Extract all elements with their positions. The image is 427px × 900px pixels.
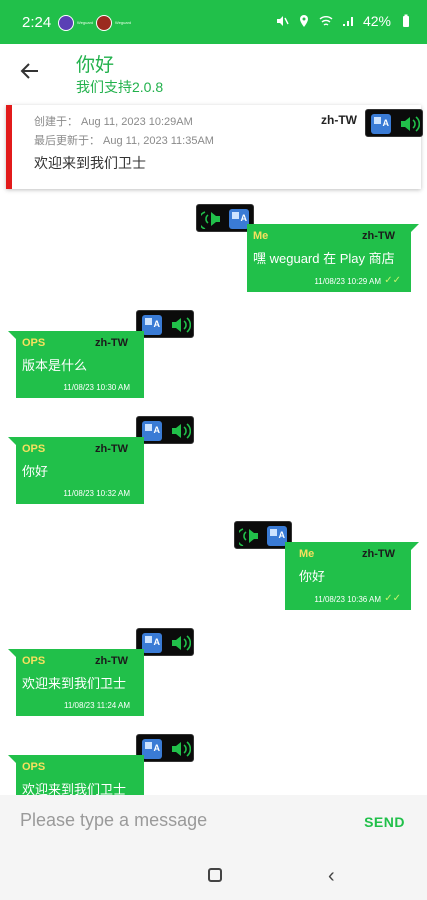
message-sender: OPS: [22, 761, 46, 773]
message-input[interactable]: [20, 805, 320, 835]
created-date: 创建于： Aug 11, 2023 10:29AM: [34, 116, 193, 128]
message-time: 11/08/23 10:36 AM: [314, 595, 381, 604]
message-sender: OPS: [22, 443, 46, 455]
battery-level: 42%: [362, 13, 391, 29]
app-notification-icon: [58, 15, 74, 31]
updated-date: 最后更新于： Aug 11, 2023 11:35AM: [34, 135, 214, 147]
language-tag: zh-TW: [321, 113, 357, 127]
translate-icon[interactable]: [142, 739, 162, 759]
chat-message-incoming[interactable]: OPS zh-TW 版本是什么 11/08/23 10:30 AM: [8, 331, 144, 398]
message-tools: [136, 628, 194, 656]
message-language: zh-TW: [362, 230, 395, 242]
speaker-icon[interactable]: [169, 739, 191, 759]
status-time: 2:24: [22, 14, 52, 31]
message-sender: OPS: [22, 655, 46, 667]
info-message: 欢迎来到我们卫士: [34, 155, 146, 171]
battery-icon: [403, 14, 409, 27]
translate-icon[interactable]: [142, 633, 162, 653]
page-subtitle: 我们支持2.0.8: [76, 79, 164, 95]
message-time: 11/08/23 10:29 AM: [314, 277, 381, 286]
message-language: zh-TW: [95, 655, 128, 667]
message-time: 11/08/23 11:24 AM: [64, 701, 130, 710]
message-language: zh-TW: [362, 548, 395, 560]
wifi-icon: [319, 16, 333, 26]
message-tools: [136, 734, 194, 762]
message-tools: [196, 204, 254, 232]
chat-message-incoming[interactable]: OPS zh-TW 你好 11/08/23 10:32 AM: [8, 437, 144, 504]
speaker-icon[interactable]: [201, 209, 223, 229]
message-sender: OPS: [22, 337, 46, 349]
message-language: zh-TW: [95, 443, 128, 455]
message-text: 嘿 weguard 在 Play 商店: [253, 251, 395, 266]
message-time: 11/08/23 10:32 AM: [63, 489, 130, 498]
message-sender: Me: [253, 230, 269, 242]
speaker-icon[interactable]: [239, 526, 261, 546]
app-notification-icon: [96, 15, 112, 31]
message-tools: [365, 109, 423, 137]
signal-icon: [342, 17, 353, 26]
speaker-icon[interactable]: [398, 114, 420, 134]
system-nav-bar: ‹: [0, 845, 427, 900]
chat-message-incoming[interactable]: OPS zh-TW 欢迎来到我们卫士 11/08/23 11:24 AM: [8, 649, 144, 716]
message-composer: SEND: [0, 795, 427, 845]
double-check-icon: ✓✓: [384, 275, 401, 286]
translate-icon[interactable]: [142, 315, 162, 335]
message-tools: [136, 416, 194, 444]
app-notification-label: Weguard: [115, 20, 132, 25]
nav-back-icon[interactable]: ‹: [328, 865, 335, 887]
message-text: 欢迎来到我们卫士: [22, 782, 127, 797]
message-text: 版本是什么: [22, 358, 88, 373]
message-time: 11/08/23 10:30 AM: [63, 383, 130, 392]
conversation-info-card: 创建于： Aug 11, 2023 10:29AM 最后更新于： Aug 11,…: [6, 105, 423, 189]
page-title: 你好: [76, 55, 115, 76]
double-check-icon: ✓✓: [384, 593, 401, 604]
message-language: zh-TW: [95, 337, 128, 349]
send-button[interactable]: SEND: [364, 814, 405, 830]
message-sender: Me: [299, 548, 315, 560]
message-tools: [234, 521, 292, 549]
translate-icon[interactable]: [371, 114, 391, 134]
status-bar: 2:24 Weguard Weguard 42%: [0, 0, 427, 44]
app-bar: 你好 我们支持2.0.8: [0, 44, 427, 100]
translate-icon[interactable]: [142, 421, 162, 441]
home-icon[interactable]: [208, 868, 222, 882]
chat-message-outgoing[interactable]: Me zh-TW 嘿 weguard 在 Play 商店 11/08/23 10…: [247, 224, 419, 292]
location-icon: [299, 15, 308, 27]
app-notification-label: Weguard: [77, 20, 94, 25]
translate-icon[interactable]: [267, 526, 287, 546]
speaker-icon[interactable]: [169, 315, 191, 335]
message-tools: [136, 310, 194, 338]
speaker-icon[interactable]: [169, 421, 191, 441]
message-text: 你好: [22, 464, 49, 479]
translate-icon[interactable]: [229, 209, 249, 229]
mute-icon: [276, 16, 289, 26]
message-text: 欢迎来到我们卫士: [22, 676, 127, 691]
message-text: 你好: [299, 569, 326, 584]
speaker-icon[interactable]: [169, 633, 191, 653]
back-arrow-icon[interactable]: [18, 59, 42, 83]
chat-message-outgoing[interactable]: Me zh-TW 你好 11/08/23 10:36 AM ✓✓: [285, 542, 419, 610]
